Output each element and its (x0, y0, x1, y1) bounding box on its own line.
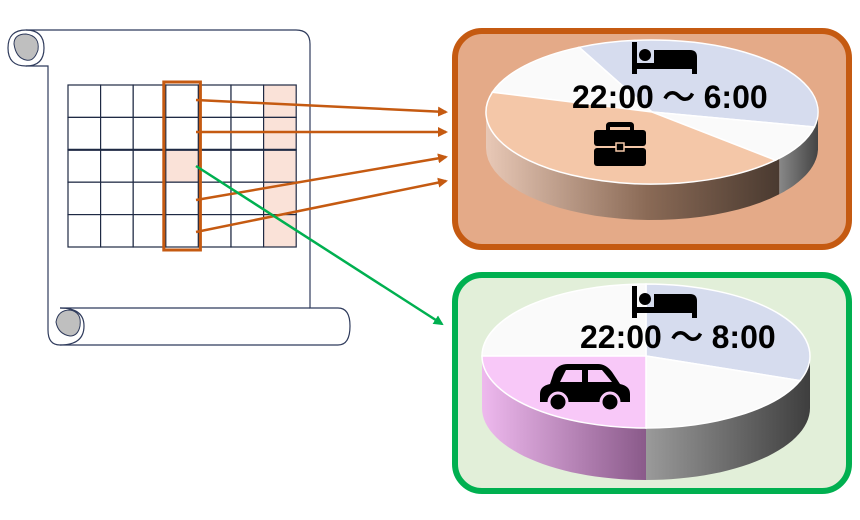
grid-cell (99, 84, 134, 119)
grid-cell (132, 116, 167, 151)
pie-slice (491, 46, 655, 114)
grid-cell (67, 116, 102, 151)
selected-day-column (162, 80, 202, 252)
pie-slice (577, 39, 819, 128)
grid-cell (230, 116, 265, 151)
pie-rim-segment (486, 112, 780, 220)
arrow-holiday (195, 164, 444, 326)
grid-cell (263, 84, 297, 119)
grid-cell (165, 214, 200, 248)
arrow-weekday-4 (195, 177, 448, 234)
pie-rim-segment (779, 112, 818, 195)
grid-cell (67, 214, 102, 248)
sleep-time-label-holiday: 22:00 〜 8:00 (580, 319, 776, 355)
grid-cell (99, 116, 134, 151)
grid-cell (132, 214, 167, 248)
pie-slice (645, 355, 802, 429)
pie-rim-segment (482, 356, 646, 480)
pie-slice (651, 111, 816, 162)
bed-icon (632, 42, 697, 74)
grid-cell (165, 181, 200, 216)
car-icon (540, 364, 630, 413)
grid-cell (197, 116, 232, 151)
grid-cell (165, 84, 200, 119)
grid-cell (132, 149, 167, 183)
sleep-time-label-weekday: 22:00 〜 6:00 (572, 79, 768, 115)
grid-cell (67, 149, 102, 183)
bed-icon (632, 286, 697, 318)
grid-cell (99, 149, 134, 183)
grid-cell (230, 149, 265, 183)
grid-cell (99, 214, 134, 248)
schedule-grid (67, 80, 297, 252)
grid-cell (99, 181, 134, 216)
grid-cell (132, 84, 167, 119)
pie-rim-segment (646, 356, 810, 480)
grid-cell (67, 84, 102, 119)
arrow-weekday-1 (195, 98, 448, 117)
grid-cell (165, 149, 200, 183)
arrow-group-holiday (195, 164, 444, 326)
briefcase-icon (594, 122, 646, 166)
pie-slice (481, 283, 647, 357)
grid-cell (263, 149, 297, 183)
grid-cell (165, 116, 200, 151)
grid-cell (132, 181, 167, 216)
grid-cell (263, 116, 297, 151)
pie-weekday (485, 39, 819, 220)
grid-cell (67, 181, 102, 216)
